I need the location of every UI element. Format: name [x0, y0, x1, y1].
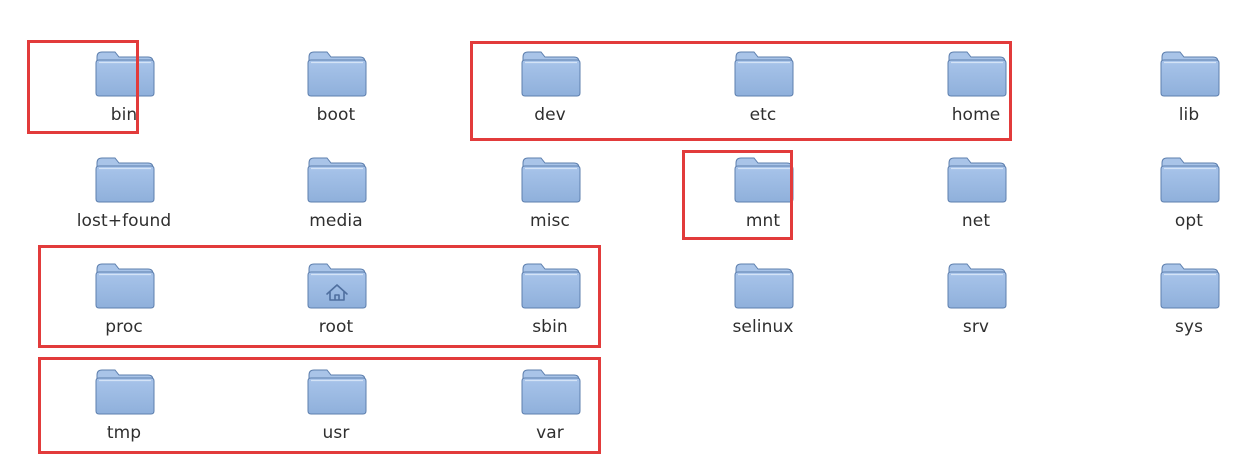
folder-item[interactable]: var: [450, 365, 650, 465]
folder-item[interactable]: misc: [450, 153, 650, 253]
folder-icon: [1160, 51, 1220, 97]
folder-item[interactable]: mnt: [663, 153, 863, 253]
home-folder-icon: [307, 263, 367, 309]
folder-item[interactable]: etc: [663, 47, 863, 147]
folder-item[interactable]: proc: [24, 259, 224, 359]
folder-icon: [521, 263, 581, 309]
folder-icon: [734, 157, 794, 203]
folder-icon: [947, 157, 1007, 203]
folder-label: bin: [110, 105, 138, 125]
folder-label: srv: [962, 317, 990, 337]
folder-label: lost+found: [76, 211, 172, 231]
folder-icon: [734, 51, 794, 97]
folder-label: misc: [530, 211, 570, 231]
folder-label: dev: [534, 105, 566, 125]
folder-label: home: [951, 105, 1001, 125]
folder-icon: [1160, 263, 1220, 309]
folder-item[interactable]: home: [876, 47, 1076, 147]
folder-label: media: [309, 211, 363, 231]
folder-label: var: [536, 423, 564, 443]
folder-item[interactable]: lost+found: [24, 153, 224, 253]
folder-label: sbin: [532, 317, 568, 337]
folder-icon: [521, 369, 581, 415]
folder-item[interactable]: sys: [1089, 259, 1257, 359]
folder-icon: [734, 263, 794, 309]
folder-label: usr: [322, 423, 350, 443]
folder-icon: [95, 369, 155, 415]
folder-label: tmp: [106, 423, 142, 443]
folder-label: root: [318, 317, 354, 337]
folder-item[interactable]: boot: [236, 47, 436, 147]
folder-label: net: [961, 211, 991, 231]
folder-icon: [521, 157, 581, 203]
folder-label: opt: [1174, 211, 1204, 231]
folder-item[interactable]: dev: [450, 47, 650, 147]
folder-label: lib: [1178, 105, 1200, 125]
folder-label: sys: [1174, 317, 1204, 337]
folder-item[interactable]: tmp: [24, 365, 224, 465]
folder-icon: [307, 157, 367, 203]
folder-label: boot: [316, 105, 356, 125]
folder-item[interactable]: srv: [876, 259, 1076, 359]
folder-label: selinux: [732, 317, 794, 337]
folder-icon: [521, 51, 581, 97]
folder-icon: [947, 51, 1007, 97]
folder-item[interactable]: selinux: [663, 259, 863, 359]
folder-icon: [1160, 157, 1220, 203]
folder-item[interactable]: lib: [1089, 47, 1257, 147]
folder-icon: [95, 51, 155, 97]
folder-icon: [95, 157, 155, 203]
folder-item[interactable]: media: [236, 153, 436, 253]
folder-icon: [307, 51, 367, 97]
folder-icon: [307, 369, 367, 415]
folder-icon: [95, 263, 155, 309]
folder-item[interactable]: root: [236, 259, 436, 359]
folder-label: etc: [749, 105, 777, 125]
folder-icon: [947, 263, 1007, 309]
folder-item[interactable]: sbin: [450, 259, 650, 359]
folder-item[interactable]: usr: [236, 365, 436, 465]
folder-item[interactable]: net: [876, 153, 1076, 253]
folder-item[interactable]: bin: [24, 47, 224, 147]
folder-label: proc: [105, 317, 143, 337]
folder-item[interactable]: opt: [1089, 153, 1257, 253]
folder-label: mnt: [745, 211, 781, 231]
